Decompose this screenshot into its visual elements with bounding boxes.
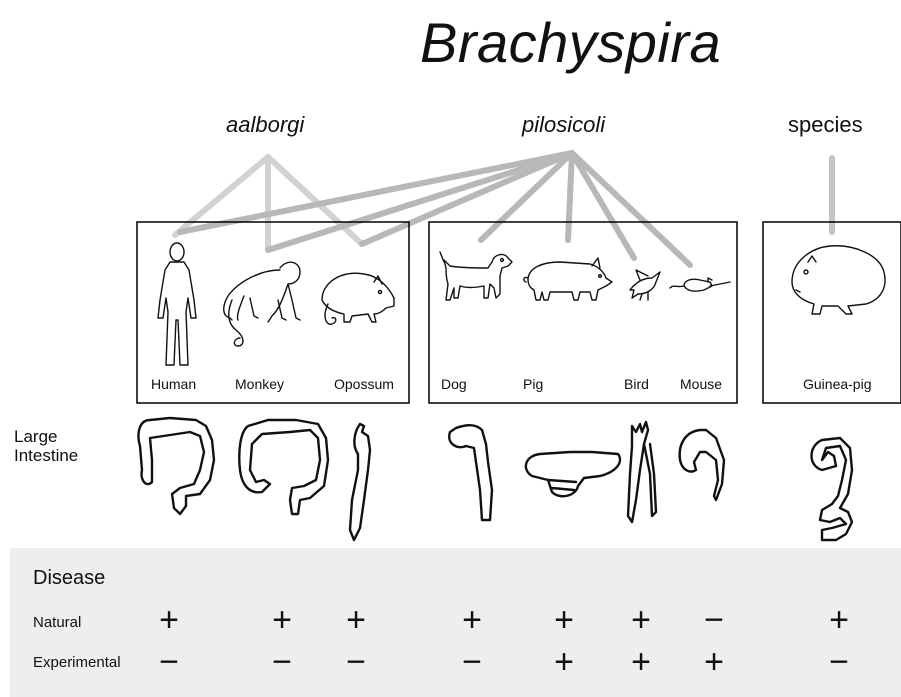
mouse-intestine-drawing bbox=[680, 430, 724, 500]
bird-drawing bbox=[630, 270, 660, 300]
mark-natural-dog: + bbox=[455, 603, 489, 637]
mouse-drawing bbox=[670, 278, 730, 291]
host-label-human: Human bbox=[151, 376, 196, 392]
host-label-pig: Pig bbox=[523, 376, 543, 392]
dog-drawing bbox=[440, 252, 512, 300]
mark-natural-opossum: + bbox=[339, 603, 373, 637]
mark-experimental-opossum: − bbox=[339, 645, 373, 679]
pig-drawing bbox=[524, 258, 612, 300]
guinea-pig-intestine-drawing bbox=[812, 438, 853, 540]
disease-title: Disease bbox=[33, 567, 105, 590]
mark-experimental-pig: + bbox=[547, 645, 581, 679]
host-label-bird: Bird bbox=[624, 376, 649, 392]
host-label-dog: Dog bbox=[441, 376, 467, 392]
host-label-opossum: Opossum bbox=[334, 376, 394, 392]
large-intestine-label: Large Intestine bbox=[14, 427, 104, 465]
host-label-guinea-pig: Guinea-pig bbox=[803, 376, 872, 392]
mark-natural-human: + bbox=[152, 603, 186, 637]
pig-intestine-drawing bbox=[526, 452, 620, 496]
opossum-drawing bbox=[322, 273, 394, 324]
human-intestine-drawing bbox=[138, 418, 214, 514]
mark-experimental-guinea-pig: − bbox=[822, 645, 856, 679]
connector-pilosicoli-human bbox=[180, 153, 572, 232]
mark-natural-monkey: + bbox=[265, 603, 299, 637]
mark-experimental-human: − bbox=[152, 645, 186, 679]
host-label-monkey: Monkey bbox=[235, 376, 284, 392]
mark-experimental-monkey: − bbox=[265, 645, 299, 679]
mark-natural-pig: + bbox=[547, 603, 581, 637]
mark-natural-bird: + bbox=[624, 603, 658, 637]
mark-natural-mouse: − bbox=[697, 603, 731, 637]
dog-intestine-drawing bbox=[449, 425, 492, 520]
mark-experimental-dog: − bbox=[455, 645, 489, 679]
host-label-mouse: Mouse bbox=[680, 376, 722, 392]
monkey-intestine-drawing bbox=[239, 420, 328, 514]
mark-natural-guinea-pig: + bbox=[822, 603, 856, 637]
mark-experimental-bird: + bbox=[624, 645, 658, 679]
mark-experimental-mouse: + bbox=[697, 645, 731, 679]
connector-pilosicoli-pig bbox=[568, 153, 572, 240]
human-drawing bbox=[158, 243, 196, 365]
row-label-natural: Natural bbox=[33, 614, 81, 631]
row-label-experimental: Experimental bbox=[33, 654, 121, 671]
guinea-pig-drawing bbox=[792, 246, 885, 314]
bird-intestine-drawing bbox=[628, 422, 656, 522]
monkey-drawing bbox=[224, 262, 300, 346]
connector-pilosicoli-opossum bbox=[362, 153, 572, 244]
opossum-intestine-drawing bbox=[350, 424, 370, 540]
